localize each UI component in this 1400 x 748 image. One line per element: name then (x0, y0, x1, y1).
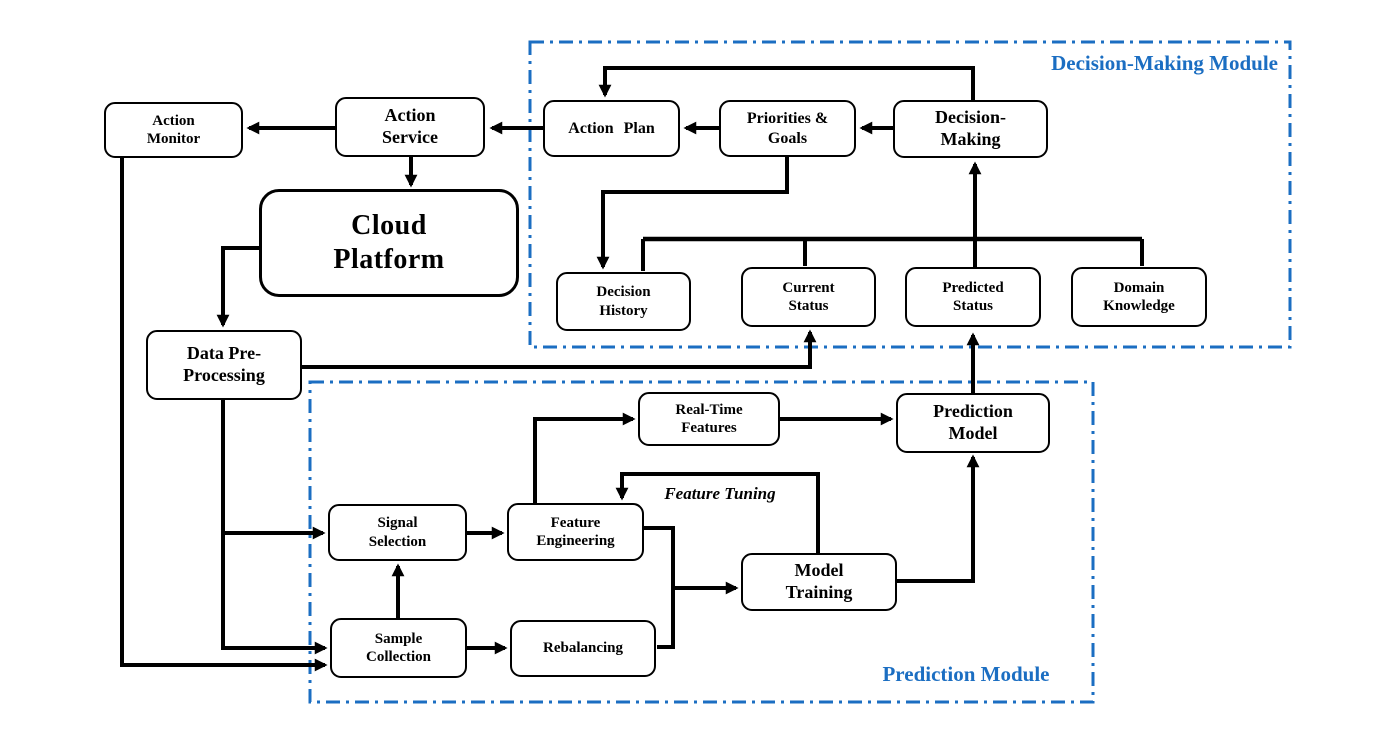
node-decision-history-label: Decision History (596, 284, 651, 319)
node-decision-making: Decision- Making (893, 100, 1048, 158)
node-domain-knowledge: Domain Knowledge (1071, 267, 1207, 327)
node-predicted-status-label: Predicted Status (942, 279, 1004, 314)
node-model-training: Model Training (741, 553, 897, 611)
decision-module-label: Decision-Making Module (1051, 51, 1278, 75)
node-priorities-goals-label: Priorities & Goals (746, 109, 829, 147)
node-cloud-platform-label: Cloud Platform (333, 209, 445, 275)
arrow-cloud-platform-to-data-pre-processing (216, 246, 260, 328)
arrow-data-pre-processing-to-sample-collection (221, 533, 328, 655)
node-action-monitor-label: Action Monitor (146, 112, 201, 147)
node-current-status-label: Current Status (782, 279, 835, 314)
node-data-pre-processing: Data Pre- Processing (146, 330, 302, 400)
node-decision-history: Decision History (556, 272, 691, 331)
node-predicted-status: Predicted Status (905, 267, 1041, 327)
node-model-training-label: Model Training (785, 560, 853, 602)
arrow-decision-making-feedback-to-action-plan (598, 66, 975, 100)
node-signal-selection-label: Signal Selection (368, 515, 427, 550)
node-prediction-model: Prediction Model (896, 393, 1050, 453)
node-action-service: Action Service (335, 97, 485, 157)
node-current-status: Current Status (741, 267, 876, 327)
node-data-pre-processing-label: Data Pre- Processing (183, 343, 265, 385)
node-real-time-features: Real-Time Features (638, 392, 780, 446)
feature-tuning-label: Feature Tuning (664, 484, 776, 503)
node-feature-engineering: Feature Engineering (507, 503, 644, 561)
arrow-data-pre-processing-to-current-status (302, 329, 817, 369)
node-action-monitor: Action Monitor (104, 102, 243, 158)
arrow-model-training-to-prediction-model (897, 454, 980, 583)
node-cloud-platform: Cloud Platform (259, 189, 519, 297)
node-rebalancing: Rebalancing (510, 620, 656, 677)
node-priorities-goals: Priorities & Goals (719, 100, 856, 157)
node-action-plan: Action Plan (543, 100, 680, 157)
arrow-feature-tuning-feedback (615, 472, 820, 553)
node-prediction-model-label: Prediction Model (933, 401, 1013, 443)
node-decision-making-label: Decision- Making (935, 107, 1006, 149)
node-domain-knowledge-label: Domain Knowledge (1103, 279, 1175, 314)
arrow-action-monitor-to-sample-collection (120, 158, 328, 672)
node-action-plan-label: Action Plan (568, 119, 655, 137)
node-rebalancing-label: Rebalancing (542, 640, 623, 657)
node-action-service-label: Action Service (382, 105, 438, 147)
node-sample-collection: Sample Collection (330, 618, 467, 678)
prediction-module-label: Prediction Module (882, 662, 1050, 686)
node-sample-collection-label: Sample Collection (366, 630, 431, 665)
arrow-data-pre-processing-to-signal-selection (221, 400, 326, 540)
arrow-priorities-to-decision-history (596, 157, 789, 270)
arrow-feature-engineering-to-real-time-features (533, 412, 636, 503)
node-signal-selection: Signal Selection (328, 504, 467, 561)
node-real-time-features-label: Real-Time Features (675, 401, 743, 436)
node-feature-engineering-label: Feature Engineering (536, 514, 615, 549)
decision-module-border (528, 40, 1292, 349)
